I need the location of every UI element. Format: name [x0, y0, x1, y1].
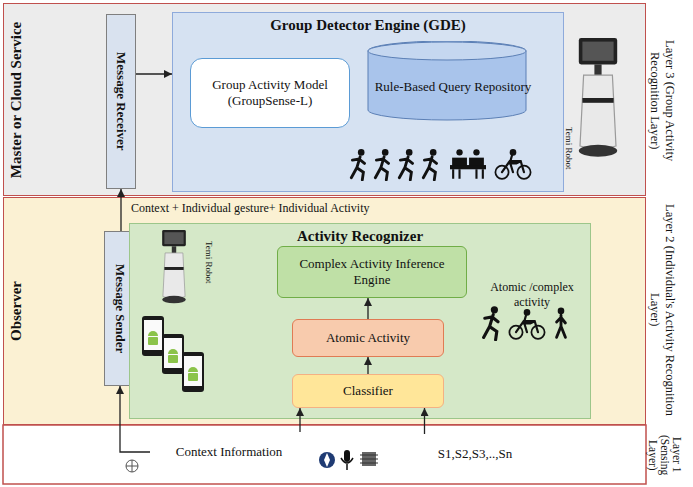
- receiver-box: Message Receiver: [106, 14, 136, 189]
- robot-label: Temi Robot: [564, 118, 574, 178]
- box-title: Observer: [8, 281, 25, 341]
- arrow-connector: [136, 73, 172, 74]
- box-label: Message Sender: [112, 264, 128, 353]
- box-title: Master or Cloud Service: [8, 21, 25, 178]
- layer-label: Layer 3 (Group Activity Recognition Laye…: [647, 8, 677, 193]
- box-label: Atomic Activity: [324, 328, 412, 348]
- box-label: Context Information: [174, 442, 285, 462]
- robot-label: Temi Robot: [204, 232, 214, 292]
- box-label: S1,S2,S3,..,Sn: [436, 444, 514, 464]
- model-box: Group Activity Model (GroupSense-L): [190, 58, 350, 128]
- arrow-connector: [367, 357, 368, 374]
- engine-box: Group Detector Engine (GDE) Group Activit…: [172, 12, 564, 192]
- box-label: Complex Activity Inference Engine: [278, 254, 466, 290]
- layer-label: Layer 2 (Individual's Activity Recogniti…: [647, 200, 677, 420]
- box-label: Message Receiver: [113, 52, 129, 151]
- arrow-connector: [299, 408, 300, 432]
- layer-band: Master or Cloud Service Message Receiver G…: [3, 3, 646, 196]
- arrow-connector: [367, 298, 368, 319]
- arrow-connector: [424, 408, 425, 434]
- arrow-connector: [120, 189, 121, 231]
- process-box: Atomic Activity: [292, 319, 444, 357]
- box-label: Rule-Based Query Repository: [373, 65, 534, 97]
- process-box: Complex Activity Inference Engine: [277, 246, 467, 298]
- process-box: Classifier: [292, 374, 444, 408]
- box-title: Group Detector Engine (GDE): [173, 17, 563, 34]
- edge-label: Context + Individual gesture+ Individual…: [129, 201, 372, 216]
- box-label: Group Activity Model (GroupSense-L): [191, 75, 349, 111]
- annotation: Atomic /complex activity: [474, 280, 590, 310]
- box-label: Classifier: [341, 381, 395, 401]
- layer-label: Layer 1 (Sensing Layer): [647, 427, 683, 483]
- arrow-connector: [120, 386, 150, 452]
- layer-band: Observer Message Sender Activity Recognize…: [3, 197, 646, 425]
- repository-cylinder: Rule-Based Query Repository: [367, 41, 539, 121]
- box-title: Activity Recognizer: [130, 228, 590, 245]
